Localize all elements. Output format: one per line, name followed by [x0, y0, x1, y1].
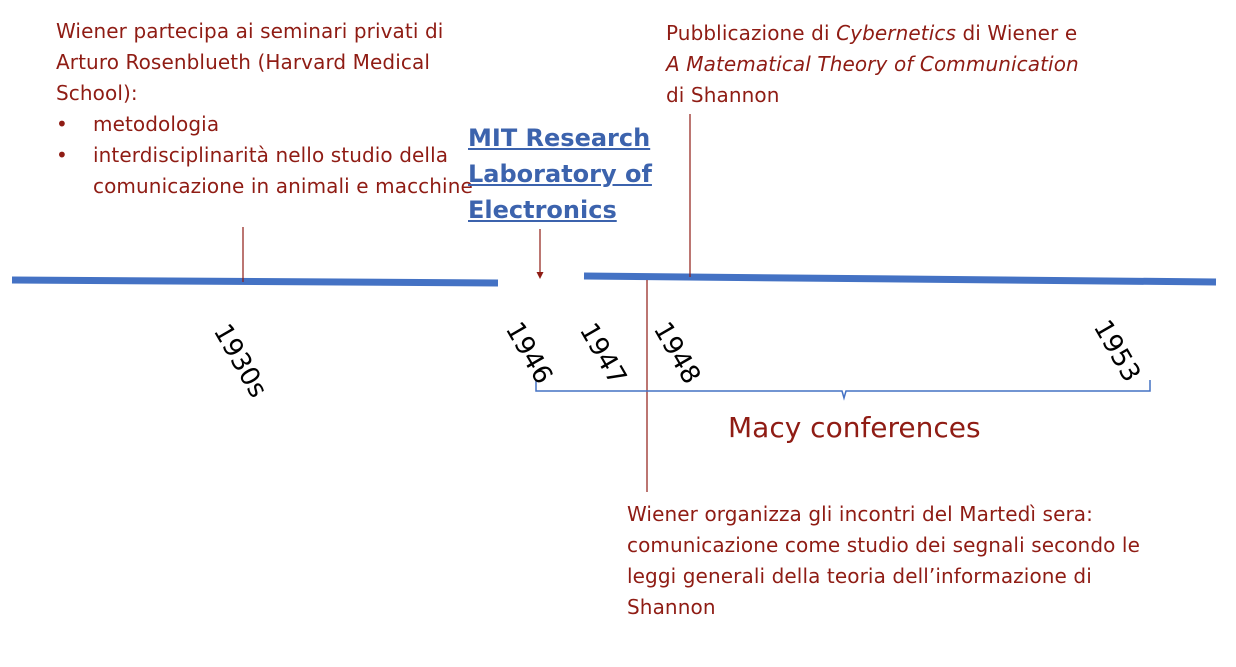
- note-rosenblueth-bullet-methodology: metodologia: [56, 109, 486, 140]
- note-rosenblueth-bullet-interdisciplinarity: interdisciplinarità nello studio della c…: [56, 140, 486, 202]
- timeline-bar-right: [583, 272, 1217, 286]
- macy-conferences-label: Macy conferences: [728, 411, 981, 444]
- note-cybernetics-publication: Pubblicazione di Cybernetics di Wiener e…: [666, 18, 1136, 111]
- note-tuesday-meetings: Wiener organizza gli incontri del Marted…: [627, 502, 1140, 619]
- note-publication-shannon-title: A Matematical Theory of Communication: [666, 52, 1079, 76]
- note-publication-suffix: di Shannon: [666, 83, 780, 107]
- mit-research-lab-link[interactable]: MIT Research Laboratory of Electronics: [468, 124, 652, 224]
- note-publication-middle: di Wiener e: [956, 21, 1078, 45]
- note-publication-cybernetics: Cybernetics: [836, 21, 957, 45]
- note-rosenblueth-seminars: Wiener partecipa ai seminari privati di …: [56, 16, 486, 202]
- timeline-bar-left: [11, 276, 499, 287]
- note-publication-prefix: Pubblicazione di: [666, 21, 837, 45]
- note-rosenblueth-list: metodologia interdisciplinarità nello st…: [56, 109, 486, 202]
- note-rosenblueth-intro: Wiener partecipa ai seminari privati di …: [56, 19, 444, 105]
- macy-brace: [535, 380, 1151, 401]
- connector-1946-arrowhead: [536, 272, 544, 279]
